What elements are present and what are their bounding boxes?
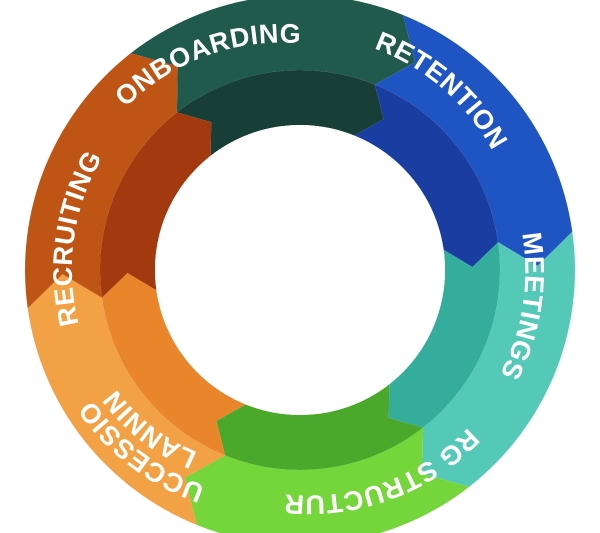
segment-outer-recruiting [25,53,178,309]
center-hole [155,125,445,415]
segment-outer-succession-planning [27,274,226,525]
segment-outer-retention [374,15,573,266]
segment-inner-meetings [388,242,501,428]
segment-inner-retention [354,84,499,267]
segment-outer-onboarding [130,0,416,113]
segment-inner-onboarding [176,70,384,156]
segment-outer-meetings [422,231,575,487]
segment-inner-recruiting [99,112,212,298]
segment-inner-succession-planning [101,273,246,456]
segment-outer-org-structure [184,427,470,533]
segment-inner-org-structure [216,384,424,470]
